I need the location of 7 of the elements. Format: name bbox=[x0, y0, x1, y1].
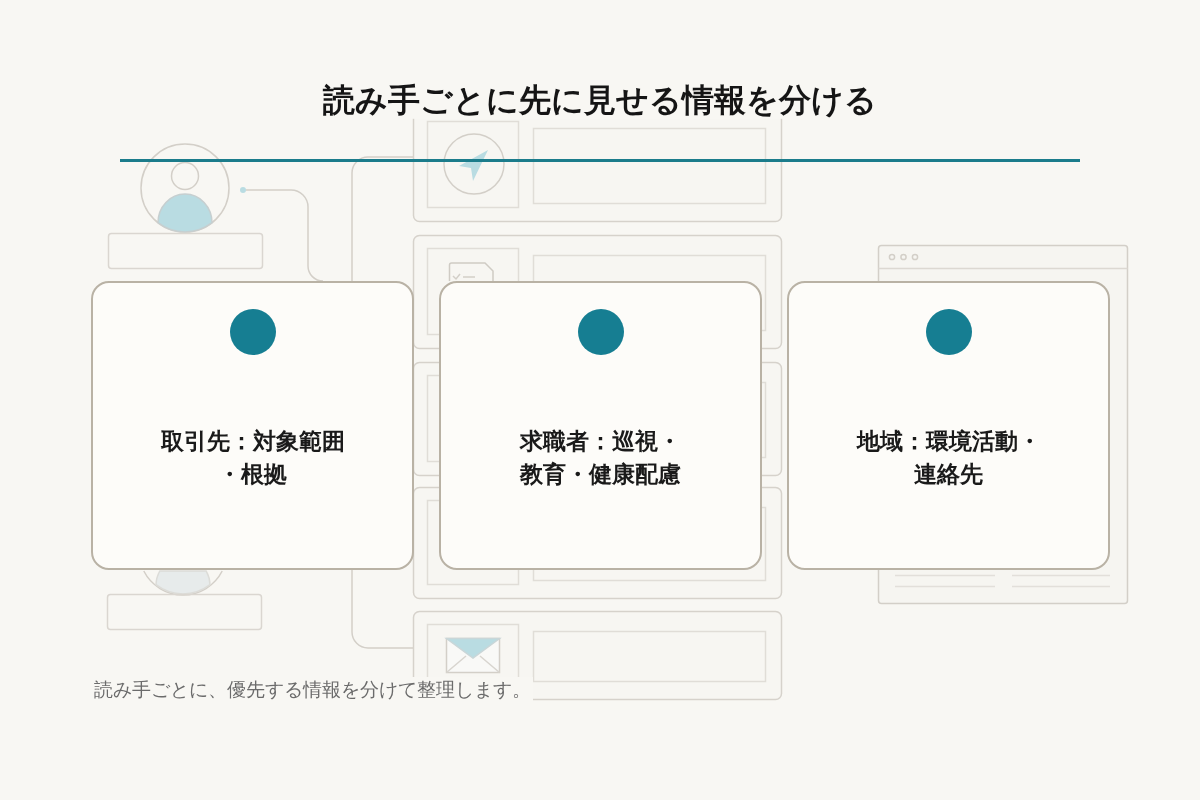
rounded-card bbox=[787, 281, 1110, 570]
label-text: 地域：環境活動・連絡先 bbox=[855, 426, 1042, 489]
caption-text: 読み手ごとに、優先する情報を分けて整理します。 bbox=[92, 677, 533, 703]
rounded-card bbox=[439, 281, 762, 570]
rounded-card bbox=[91, 281, 414, 570]
label-text: 求職者：巡視・教育・健康配慮 bbox=[518, 426, 682, 489]
label-text: 取引先：対象範囲・根拠 bbox=[159, 426, 346, 489]
